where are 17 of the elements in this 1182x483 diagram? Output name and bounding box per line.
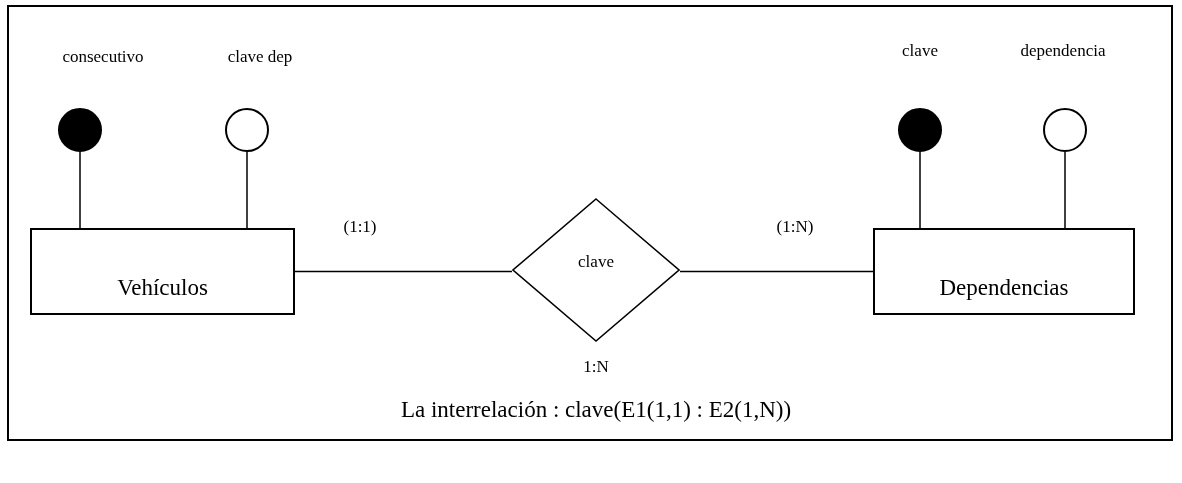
attribute-name: consecutivo	[62, 48, 144, 65]
note-text: La interrelación : clave(E1(1,1) : E2(1,N))	[400, 398, 792, 421]
connector-line	[919, 151, 921, 229]
connector-line	[1064, 151, 1066, 229]
connector-line	[294, 270, 513, 273]
connector-line	[79, 151, 81, 229]
entity-name: Vehículos	[117, 276, 208, 299]
entity-name: Dependencias	[939, 276, 1069, 299]
entity-box	[30, 228, 295, 315]
connector-line	[246, 151, 248, 229]
cardinality-label: 1:N	[583, 358, 609, 375]
attribute-name: dependencia	[1020, 42, 1106, 59]
relationship-name: clave	[578, 253, 614, 270]
entity-box	[873, 228, 1135, 315]
attribute-name: clave dep	[227, 48, 293, 65]
attribute-name: clave	[902, 42, 938, 59]
connector-line	[679, 270, 874, 273]
